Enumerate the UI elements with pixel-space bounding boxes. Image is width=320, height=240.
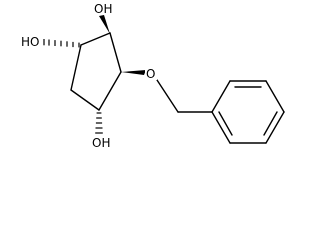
hashed-bond-c1-oh xyxy=(43,39,80,48)
ring-bond-c2-c3 xyxy=(109,32,122,73)
ring-bond-c5-c1 xyxy=(70,44,82,91)
ring-bond-c3-c4 xyxy=(98,71,122,111)
ring-bond-c1-c2 xyxy=(80,32,111,46)
ring-bond-c4-c5 xyxy=(70,89,100,111)
atom-label-o-ether: O xyxy=(146,67,155,81)
atom-label-ho-left: HO xyxy=(21,35,39,49)
cyclopentane-ring xyxy=(70,32,122,111)
wedge-bond-c3-o xyxy=(121,70,146,75)
benzene-ring xyxy=(211,80,285,144)
atom-label-oh-bottom: OH xyxy=(92,136,110,150)
chemical-structure: OH HO O OH xyxy=(21,2,285,150)
atom-label-oh-top: OH xyxy=(94,2,112,16)
hashed-bond-c4-oh xyxy=(95,112,103,134)
wedge-bond-c2-oh xyxy=(99,15,110,34)
bond-o-ch2 xyxy=(156,79,179,113)
